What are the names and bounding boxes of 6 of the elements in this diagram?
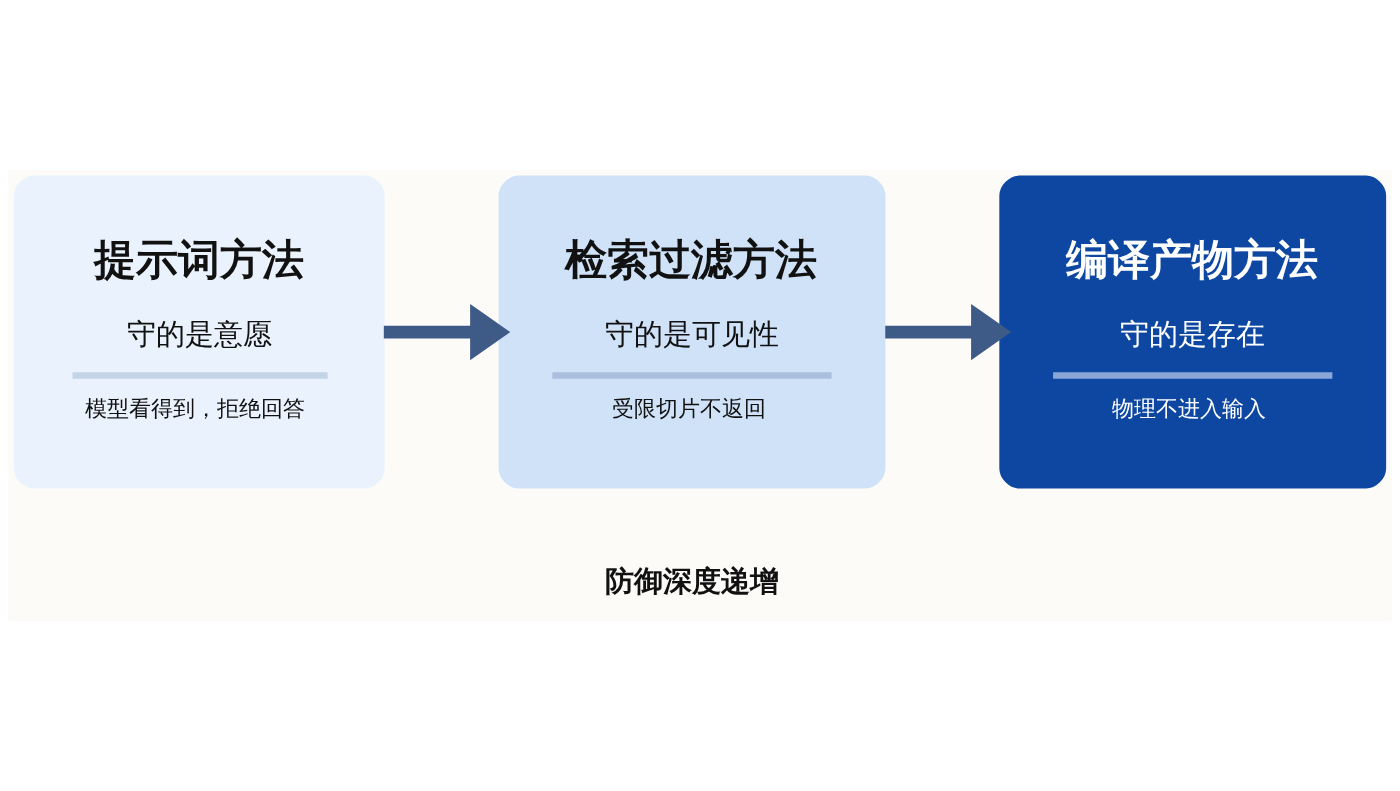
node-box: 检索过滤方法 守的是可见性 受限切片不返回 [498, 175, 886, 489]
node-box: 编译产物方法 守的是存在 物理不进入输入 [999, 175, 1387, 489]
arrow [383, 304, 511, 361]
node-box: 提示词方法 守的是意愿 模型看得到，拒绝回答 [13, 175, 385, 489]
label: 防御深度递增 [604, 564, 779, 599]
arrow [885, 304, 1012, 361]
